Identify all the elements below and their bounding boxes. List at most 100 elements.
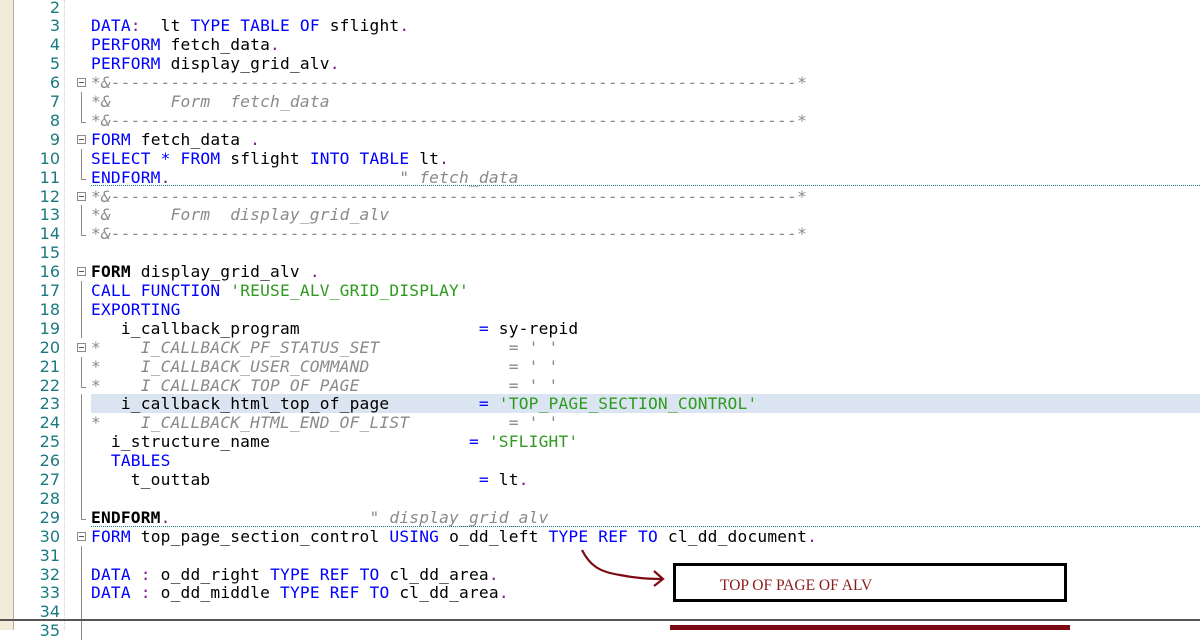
code-text: *& Form display_grid_alv	[91, 205, 390, 225]
line-number: 32	[39, 564, 60, 584]
fold-guide	[76, 167, 90, 187]
line-number: 19	[39, 318, 60, 338]
fold-toggle-icon[interactable]	[76, 527, 90, 546]
fold-toggle-icon[interactable]	[76, 338, 90, 357]
line-number: 20	[39, 337, 60, 357]
form-separator	[91, 185, 1200, 186]
current-line-highlight	[91, 394, 1200, 414]
pane-divider[interactable]	[0, 619, 1200, 621]
form-separator	[91, 526, 1200, 527]
code-text: ENDFORM. " fetch_data	[91, 167, 519, 187]
fold-guide	[76, 110, 90, 130]
fold-guide	[76, 281, 90, 300]
code-line[interactable]: 18 EXPORTING	[0, 299, 1200, 319]
code-line[interactable]: 25 i_structure_name = 'SFLIGHT'	[0, 432, 1200, 452]
line-number: 14	[39, 224, 60, 244]
line-number: 9	[49, 129, 60, 149]
annotation-arrow-icon	[581, 549, 665, 587]
code-text: *&--------------------------------------…	[91, 186, 808, 206]
line-number: 22	[39, 375, 60, 395]
fold-toggle-icon[interactable]	[76, 130, 90, 149]
fold-guide	[76, 299, 90, 319]
code-text: i_structure_name = 'SFLIGHT'	[91, 432, 579, 452]
code-line[interactable]: 31	[0, 545, 1200, 565]
gutter-separator	[64, 0, 65, 630]
code-text: i_callback_program = sy-repid	[91, 318, 579, 338]
code-text: ENDFORM. " display_grid_alv	[91, 507, 549, 527]
fold-toggle-icon[interactable]	[76, 187, 90, 206]
fold-guide	[76, 432, 90, 452]
fold-guide	[76, 545, 90, 565]
fold-guide	[76, 470, 90, 489]
line-number: 31	[39, 545, 60, 565]
code-text: PERFORM fetch_data.	[91, 35, 280, 55]
line-number: 13	[39, 205, 60, 225]
line-number: 6	[49, 73, 60, 93]
code-line[interactable]: 2	[0, 0, 1200, 17]
code-line[interactable]: 7*& Form fetch_data	[0, 92, 1200, 111]
line-number: 2	[49, 0, 60, 17]
fold-guide	[76, 375, 90, 395]
fold-guide	[76, 488, 90, 508]
code-text: EXPORTING	[91, 299, 181, 319]
code-line[interactable]: 21* I_CALLBACK_USER_COMMAND = ' '	[0, 356, 1200, 376]
fold-toggle-icon[interactable]	[76, 73, 90, 92]
annotation-label: TOP OF PAGE OF ALV	[720, 577, 873, 594]
line-number: 35	[39, 621, 60, 640]
code-line[interactable]: 24* I_CALLBACK_HTML_END_OF_LIST = ' '	[0, 413, 1200, 433]
fold-guide	[76, 224, 90, 243]
code-text: *&--------------------------------------…	[91, 73, 808, 93]
code-line[interactable]: 34	[0, 602, 1200, 622]
code-line[interactable]: 8*&-------------------------------------…	[0, 110, 1200, 130]
line-number: 23	[39, 394, 60, 414]
line-number: 17	[39, 281, 60, 300]
fold-guide	[76, 507, 90, 527]
line-number: 5	[49, 54, 60, 74]
code-line[interactable]: 28	[0, 488, 1200, 508]
line-number: 18	[39, 299, 60, 319]
code-line[interactable]: 19 i_callback_program = sy-repid	[0, 318, 1200, 338]
code-text: *&--------------------------------------…	[91, 110, 808, 130]
line-number: 30	[39, 526, 60, 546]
code-line[interactable]: 26 TABLES	[0, 451, 1200, 471]
fold-guide	[76, 602, 90, 622]
code-line[interactable]: 16 FORM display_grid_alv .	[0, 262, 1200, 281]
fold-guide	[76, 451, 90, 471]
code-text: FORM display_grid_alv .	[91, 262, 320, 282]
line-number: 10	[39, 148, 60, 168]
code-line[interactable]: 23 i_callback_html_top_of_page = 'TOP_PA…	[0, 394, 1200, 414]
line-number: 24	[39, 413, 60, 433]
line-number: 25	[39, 432, 60, 452]
code-line[interactable]: 9 FORM fetch_data .	[0, 130, 1200, 149]
code-text: DATA: lt TYPE TABLE OF sflight.	[91, 16, 410, 36]
code-text: TABLES	[91, 451, 171, 471]
line-number: 28	[39, 488, 60, 508]
code-line[interactable]: 20* I_CALLBACK_PF_STATUS_SET = ' '	[0, 338, 1200, 357]
code-line[interactable]: 13 *& Form display_grid_alv	[0, 205, 1200, 225]
line-number-gutter	[14, 0, 64, 630]
code-line[interactable]: 15	[0, 243, 1200, 262]
code-line[interactable]: 35	[0, 621, 1200, 640]
code-line[interactable]: 6 *&-------------------------------------…	[0, 73, 1200, 92]
code-text: DATA : o_dd_middle TYPE REF TO cl_dd_are…	[91, 583, 509, 603]
code-text: i_callback_html_top_of_page = 'TOP_PAGE_…	[91, 394, 758, 414]
code-line[interactable]: 12*&------------------------------------…	[0, 187, 1200, 206]
line-number: 26	[39, 451, 60, 471]
code-line[interactable]: 14*&------------------------------------…	[0, 224, 1200, 243]
code-line[interactable]: 27 t_outtab = lt.	[0, 470, 1200, 489]
line-number: 16	[39, 262, 60, 282]
code-line[interactable]: 22* I_CALLBACK_TOP_OF_PAGE = ' '	[0, 375, 1200, 395]
fold-toggle-icon[interactable]	[76, 262, 90, 281]
code-text: FORM fetch_data .	[91, 129, 261, 149]
